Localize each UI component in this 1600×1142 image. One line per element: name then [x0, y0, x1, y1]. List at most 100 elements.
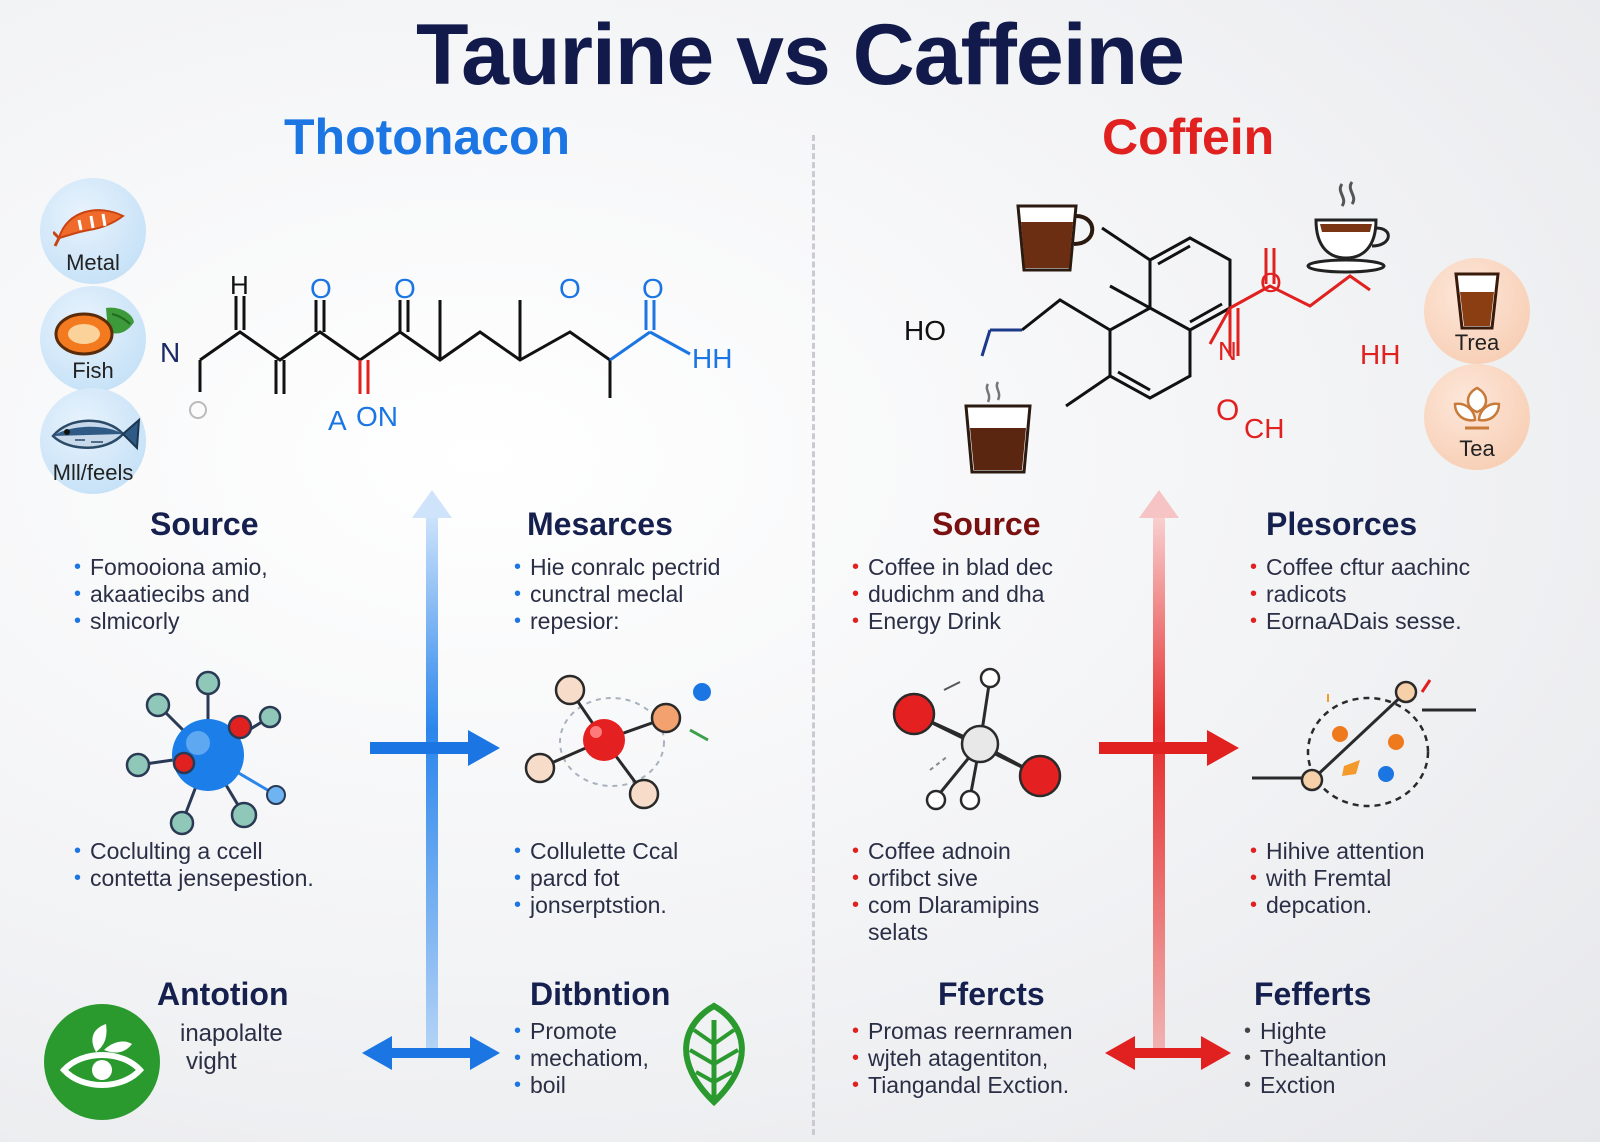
orange-slice-icon [54, 307, 134, 356]
list-item: with Fremtal [1250, 865, 1425, 892]
right-bottom-extra: selats [868, 919, 929, 945]
list-item: Hihive attention [1250, 838, 1425, 865]
source-icon-label: Metal [66, 250, 120, 275]
mol-label-hh: HH [692, 343, 732, 374]
list-item: Promote [514, 1018, 649, 1045]
source-icon-label: Fish [72, 358, 114, 383]
coffee-cup-icon [1016, 204, 1095, 272]
list-item: Highte [1244, 1018, 1387, 1045]
taurine-molecule: H O O O O N HH A ON [160, 270, 732, 436]
list-item: Energy Drink [852, 608, 1053, 635]
list-item: slmicorly [74, 608, 268, 635]
center-divider [812, 135, 815, 1135]
left-mid-bottom-list: Collulette Ccal parcd fot jonserptstion. [514, 838, 678, 919]
ffercts-heading: Ffercts [938, 976, 1045, 1012]
eye-leaf-icon [44, 1004, 160, 1120]
list-item: Coclulting a ccell [74, 838, 314, 865]
blue-arrows [362, 490, 500, 1070]
list-item: Hie conralc pectrid [514, 554, 720, 581]
right-source-heading: Source [932, 506, 1041, 542]
antotion-line-1: inapolalte [180, 1020, 283, 1047]
side-icon-label: Trea [1454, 330, 1500, 355]
list-item: wjteh atagentiton, [852, 1045, 1073, 1072]
side-icon-label: Tea [1459, 436, 1495, 461]
list-item: Promas reernramen [852, 1018, 1073, 1045]
mol-label-o: O [642, 273, 664, 304]
list-item: repesior: [514, 608, 720, 635]
mol-label-o: O [1260, 267, 1282, 298]
right-subtitle: Coffein [1102, 109, 1275, 165]
tea-leaf-icon [1453, 386, 1501, 430]
list-item: boil [514, 1072, 649, 1099]
list-item: Exction [1244, 1072, 1387, 1099]
shrimp-icon [53, 209, 125, 247]
mol-label-hh: HH [1360, 339, 1400, 370]
left-mesarces-list: Hie conralc pectrid cunctral meclal repe… [514, 554, 720, 635]
mol-label-o: O [394, 273, 416, 304]
side-icon-trea: Trea [1424, 258, 1530, 364]
antotion-line-2: vight [186, 1048, 237, 1075]
antotion-heading: Antotion [157, 976, 289, 1012]
ditbntion-list: Promote mechatiom, boil [514, 1018, 649, 1099]
right-bottom-right-list: Hihive attention with Fremtal depcation. [1250, 838, 1425, 919]
side-icon-tea: Tea [1424, 364, 1530, 470]
caffeine-molecule: HO O N HH O CH [904, 226, 1400, 444]
ditbntion-heading: Ditbntion [530, 976, 671, 1012]
right-plesorces-list: Coffee cftur aachinc radicots EornaADais… [1250, 554, 1470, 635]
left-source-list: Fomooiona amio, akaatiecibs and slmicorl… [74, 554, 268, 635]
right-source-list: Coffee in blad dec dudichm and dha Energ… [852, 554, 1053, 635]
fefferts-heading: Fefferts [1254, 976, 1372, 1012]
list-item: radicots [1250, 581, 1470, 608]
red-arrows [1099, 490, 1239, 1070]
mol-label-o: O [559, 273, 581, 304]
fefferts-list: Highte Thealtantion Exction [1244, 1018, 1387, 1099]
mol-label-on: ON [356, 401, 398, 432]
steaming-cup-icon [1306, 181, 1390, 274]
list-item: com Dlaramipins [852, 892, 1039, 919]
source-icon-fish: Fish [40, 286, 146, 392]
right-plesorces-heading: Plesorces [1266, 506, 1418, 542]
espresso-glass-icon [964, 381, 1032, 474]
list-item: dudichm and dha [852, 581, 1053, 608]
leaf-icon [683, 1002, 745, 1107]
list-item: orfibct sive [852, 865, 1039, 892]
source-icon-label: Mll/feels [52, 460, 134, 485]
left-subtitle: Thotonacon [284, 109, 571, 165]
source-icon-mll: Mll/feels [40, 388, 146, 494]
list-item: Fomooiona amio, [74, 554, 268, 581]
list-item: mechatiom, [514, 1045, 649, 1072]
mol-label-o: O [1216, 394, 1239, 427]
list-item: parcd fot [514, 865, 678, 892]
mol-label-h: H [230, 270, 249, 300]
list-item: Thealtantion [1244, 1045, 1387, 1072]
left-source-heading: Source [150, 506, 259, 542]
red-grey-molecule-icon [892, 667, 1062, 811]
source-icon-metal: Metal [40, 178, 146, 284]
mol-label-a: A [328, 405, 347, 436]
left-mesarces-heading: Mesarces [527, 506, 673, 542]
list-item: Tiangandal Exction. [852, 1072, 1073, 1099]
list-item: EornaADais sesse. [1250, 608, 1470, 635]
tea-glass-icon [1454, 272, 1500, 330]
list-item: depcation. [1250, 892, 1425, 919]
orange-particle-molecule-icon [1252, 679, 1476, 808]
mol-label-ho: HO [904, 315, 946, 346]
list-item: Coffee cftur aachinc [1250, 554, 1470, 581]
ffercts-list: Promas reernramen wjteh atagentiton, Tia… [852, 1018, 1073, 1099]
mol-label-o: O [310, 273, 332, 304]
list-item: Coffee adnoin [852, 838, 1039, 865]
mol-label-n: N [160, 337, 180, 368]
mol-label-n: N [1218, 336, 1237, 366]
list-item: jonserptstion. [514, 892, 678, 919]
page-title: Taurine vs Caffeine [416, 7, 1185, 103]
red-atom-molecule-icon [524, 674, 711, 810]
mol-label-ch: CH [1244, 413, 1284, 444]
list-item: Coffee in blad dec [852, 554, 1053, 581]
fish-icon [51, 417, 141, 451]
list-item: akaatiecibs and [74, 581, 268, 608]
right-bottom-list: Coffee adnoin orfibct sive com Dlaramipi… [852, 838, 1039, 919]
list-item: Collulette Ccal [514, 838, 678, 865]
blue-atom-cluster-icon [125, 670, 286, 836]
left-bottom-list: Coclulting a ccell contetta jensepestion… [74, 838, 314, 892]
list-item: cunctral meclal [514, 581, 720, 608]
